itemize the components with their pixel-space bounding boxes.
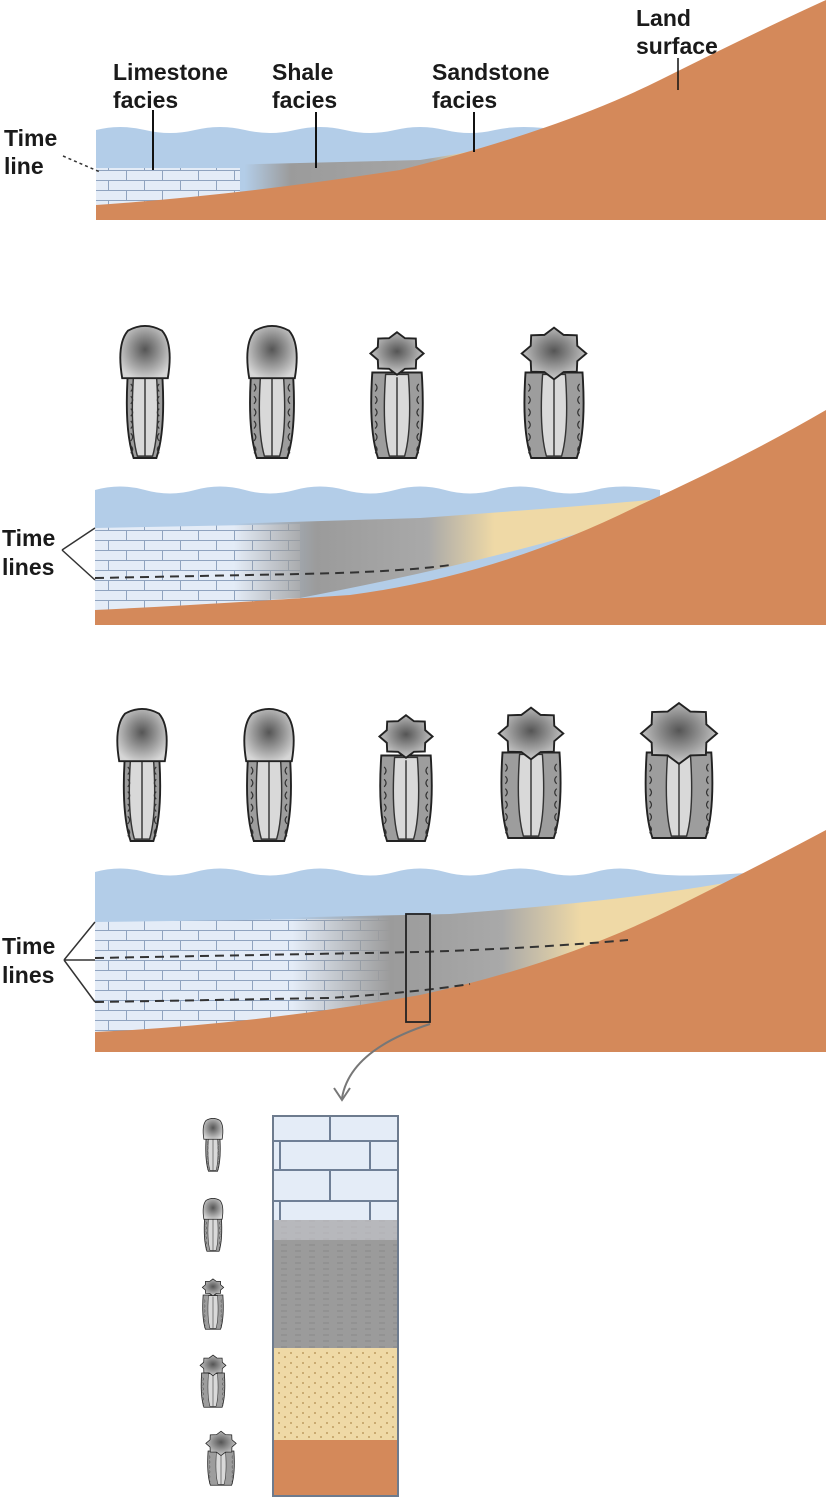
fossil-icon xyxy=(639,701,719,839)
sediment-wedge-1 xyxy=(96,130,560,205)
column-shale-fade xyxy=(273,1220,398,1240)
fossil-icon xyxy=(243,708,295,842)
limestone-label-1: Limestone xyxy=(113,59,228,85)
column-sandstone xyxy=(273,1348,398,1440)
panel-stage-2: Time lines xyxy=(2,325,826,625)
fossil-icon xyxy=(116,708,168,842)
fossil-icon xyxy=(201,1278,225,1330)
fossil-column xyxy=(199,1118,237,1486)
land-1 xyxy=(96,0,826,220)
time-lines-label-a2: lines xyxy=(2,554,54,580)
shale-label-2: facies xyxy=(272,87,337,113)
fossil-row-stage-2 xyxy=(119,325,588,459)
land-label-1: Land xyxy=(636,5,691,31)
stratigraphic-column xyxy=(199,1115,399,1497)
time-lines-label-b2: lines xyxy=(2,962,54,988)
column-arrow-head xyxy=(333,1087,351,1102)
fossil-icon xyxy=(497,706,565,839)
shale-label-1: Shale xyxy=(272,59,333,85)
column-outline xyxy=(272,1115,399,1497)
column-limestone xyxy=(273,1116,398,1220)
time-line-dashed-2 xyxy=(94,564,451,579)
limestone-label-2: facies xyxy=(113,87,178,113)
fossil-icon xyxy=(202,1198,224,1252)
sediment-wedge-3 xyxy=(95,878,752,1032)
sandstone-label-2: facies xyxy=(432,87,497,113)
time-line-pointer xyxy=(62,155,101,173)
time-lines-bracket-3 xyxy=(63,921,96,1003)
land-label-2: surface xyxy=(636,33,718,59)
fossil-icon xyxy=(377,714,435,842)
column-arrow xyxy=(341,1023,431,1099)
fossil-icon xyxy=(368,331,426,459)
fossil-icon xyxy=(246,325,298,459)
column-sample-box xyxy=(405,913,431,1023)
sediment-wedge-2 xyxy=(95,500,650,610)
land-2 xyxy=(95,410,826,625)
fossil-icon xyxy=(202,1118,224,1172)
fossil-icon xyxy=(119,325,171,459)
fossil-icon xyxy=(205,1430,237,1486)
time-line-dashed-3b xyxy=(94,983,471,1003)
time-line-label-2: line xyxy=(4,153,44,179)
fossil-icon xyxy=(199,1354,227,1408)
time-lines-bracket-2 xyxy=(61,527,96,581)
sandstone-label-1: Sandstone xyxy=(432,59,550,85)
column-basement xyxy=(273,1440,398,1496)
time-line-label-1: Time xyxy=(4,125,57,151)
column-shale xyxy=(273,1220,398,1348)
time-lines-label-b1: Time xyxy=(2,933,55,959)
time-lines-label-a1: Time xyxy=(2,525,55,551)
panel-stage-3: Time lines xyxy=(2,701,826,1102)
fossil-icon xyxy=(520,326,588,459)
land-3 xyxy=(95,830,826,1052)
fossil-row-stage-3 xyxy=(116,701,719,842)
